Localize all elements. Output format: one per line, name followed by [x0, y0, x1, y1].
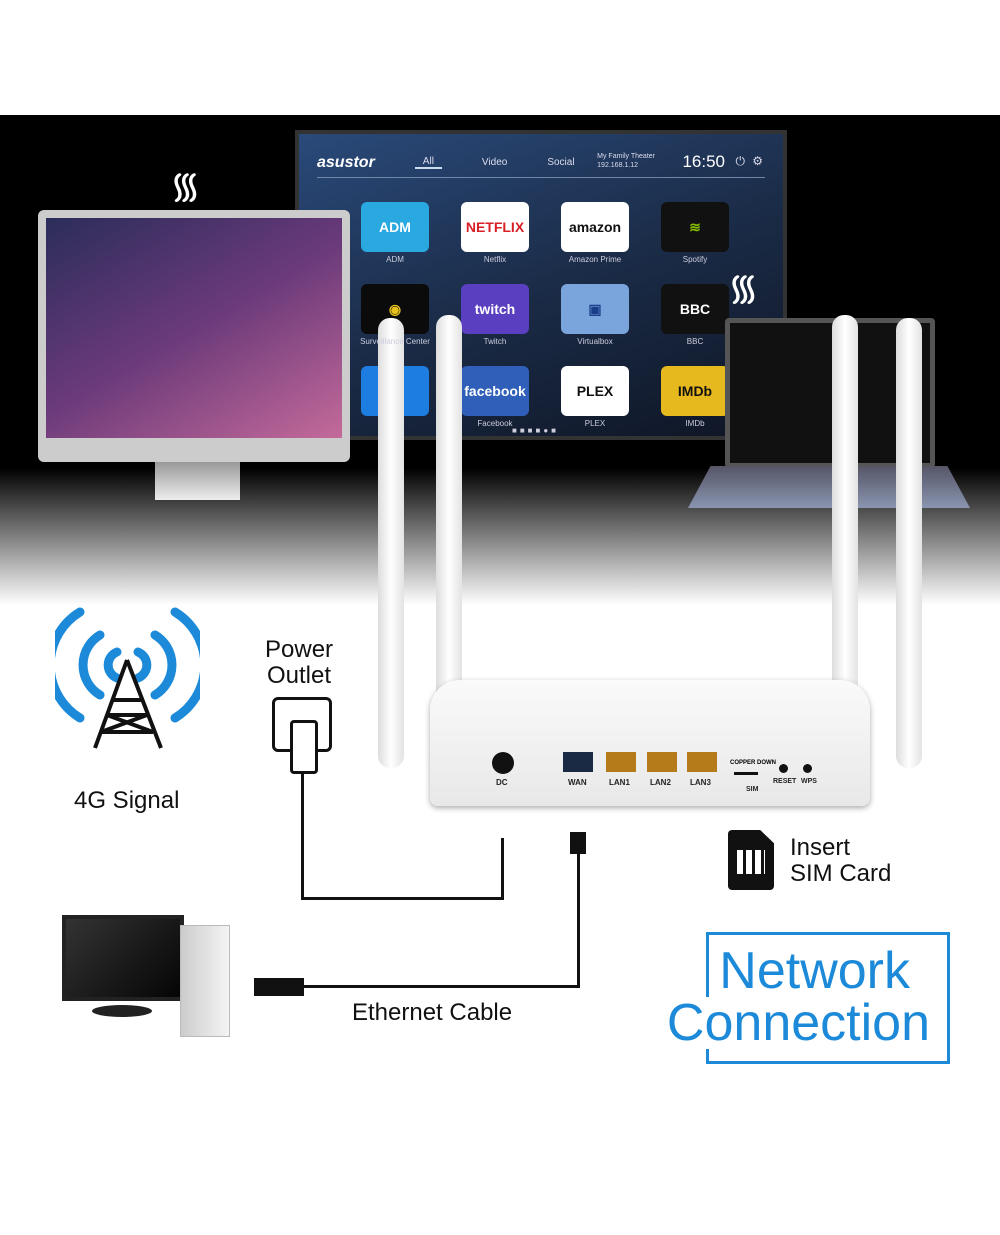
app-icon: facebook	[461, 366, 529, 416]
app-icon: BBC	[661, 284, 729, 334]
lan-port	[606, 752, 636, 772]
wan-port	[563, 752, 593, 772]
app-tile[interactable]: BBC BBC	[661, 284, 761, 346]
desktop-monitor	[38, 210, 350, 462]
dc-port	[492, 752, 514, 774]
tv-tab-video[interactable]: Video	[481, 157, 508, 168]
lan-port	[687, 752, 717, 772]
port-label: LAN1	[609, 778, 630, 787]
app-tile[interactable]: NETFLIX Netflix	[461, 202, 561, 264]
ethernet-label: Ethernet Cable	[352, 999, 513, 1026]
sim-hint: COPPER DOWN	[730, 760, 777, 766]
wifi-icon: ᯾	[170, 165, 201, 206]
app-icon: NETFLIX	[461, 202, 529, 252]
app-label: PLEX	[584, 419, 606, 428]
port-label: LAN2	[650, 778, 671, 787]
app-icon: ≋	[661, 202, 729, 252]
laptop-base	[688, 466, 970, 508]
app-icon: IMDb	[661, 366, 729, 416]
router-back-panel: DC WAN LAN1 LAN2 LAN3 COPPER DOWN SIM RE…	[430, 680, 870, 806]
wifi-icon: ᯾	[728, 267, 759, 308]
app-icon: amazon	[561, 202, 629, 252]
app-label: ADM	[386, 255, 404, 264]
app-label: Surveillance Center	[360, 337, 430, 346]
device-name: My Family Theater	[597, 153, 655, 160]
app-label: Netflix	[483, 255, 507, 264]
tv-device-info: My Family Theater 192.168.1.12	[597, 152, 655, 170]
app-icon: twitch	[461, 284, 529, 334]
power-icon[interactable]: ⏻	[735, 154, 746, 168]
monitor-screen	[46, 218, 342, 438]
sim-label: Insert SIM Card	[790, 834, 892, 887]
cell-tower-icon	[55, 607, 200, 749]
port-label: DC	[496, 778, 508, 787]
tv-brand: asustor	[317, 153, 375, 171]
app-label: Twitch	[483, 337, 507, 346]
title-line-1: Network	[719, 945, 930, 997]
app-label: Spotify	[682, 255, 708, 264]
app-icon: ▣	[561, 284, 629, 334]
ethernet-connector-icon	[254, 978, 304, 996]
port-label: LAN3	[690, 778, 711, 787]
title-line-2: Connection	[666, 994, 930, 1052]
ethernet-connector-icon	[570, 832, 586, 854]
pc-monitor	[62, 915, 184, 1001]
app-label: Facebook	[477, 419, 513, 428]
antenna	[896, 318, 922, 768]
power-outlet-label: Power Outlet	[265, 636, 334, 689]
pc-monitor-stand	[92, 1005, 152, 1017]
app-label: IMDb	[685, 419, 705, 428]
sim-card-icon	[728, 830, 774, 890]
monitor-stand	[155, 462, 240, 500]
app-tile[interactable]: PLEX PLEX	[561, 366, 661, 428]
gear-icon[interactable]: ⚙	[752, 154, 763, 168]
tv-header: asustor All Video Social My Family Theat…	[317, 148, 765, 178]
reset-button	[779, 764, 788, 773]
tv-tab-all[interactable]: All	[414, 156, 442, 169]
lan-port	[647, 752, 677, 772]
page-dots[interactable]: ■■■■●■	[512, 426, 559, 435]
antenna	[378, 318, 404, 768]
tv-screen: asustor All Video Social My Family Theat…	[295, 130, 787, 440]
app-tile[interactable]: ≋ Spotify	[661, 202, 761, 264]
app-label: BBC	[686, 337, 704, 346]
power-plug-icon	[290, 720, 318, 774]
app-tile[interactable]: ADM ADM	[361, 202, 461, 264]
signal-label: 4G Signal	[74, 787, 180, 814]
port-label: WAN	[568, 778, 587, 787]
network-connection-title: Network Connection	[652, 945, 930, 1049]
reset-label: RESET	[773, 778, 797, 785]
wps-label: WPS	[801, 778, 817, 785]
app-label: Amazon Prime	[568, 255, 622, 264]
tv-tab-social[interactable]: Social	[547, 157, 575, 168]
power-cable	[301, 774, 304, 900]
sim-label: SIM	[746, 786, 759, 793]
app-tile[interactable]: ▣ Virtualbox	[561, 284, 661, 346]
tv-clock: 16:50	[682, 152, 725, 171]
app-icon: ADM	[361, 202, 429, 252]
wps-button	[803, 764, 812, 773]
app-label: Virtualbox	[577, 337, 613, 346]
pc-tower	[180, 925, 230, 1037]
power-cable	[501, 838, 504, 900]
app-icon: PLEX	[561, 366, 629, 416]
ethernet-cable	[577, 854, 580, 988]
power-cable	[301, 897, 504, 900]
sim-slot	[734, 772, 758, 775]
ethernet-cable	[300, 985, 580, 988]
device-ip: 192.168.1.12	[597, 162, 639, 169]
